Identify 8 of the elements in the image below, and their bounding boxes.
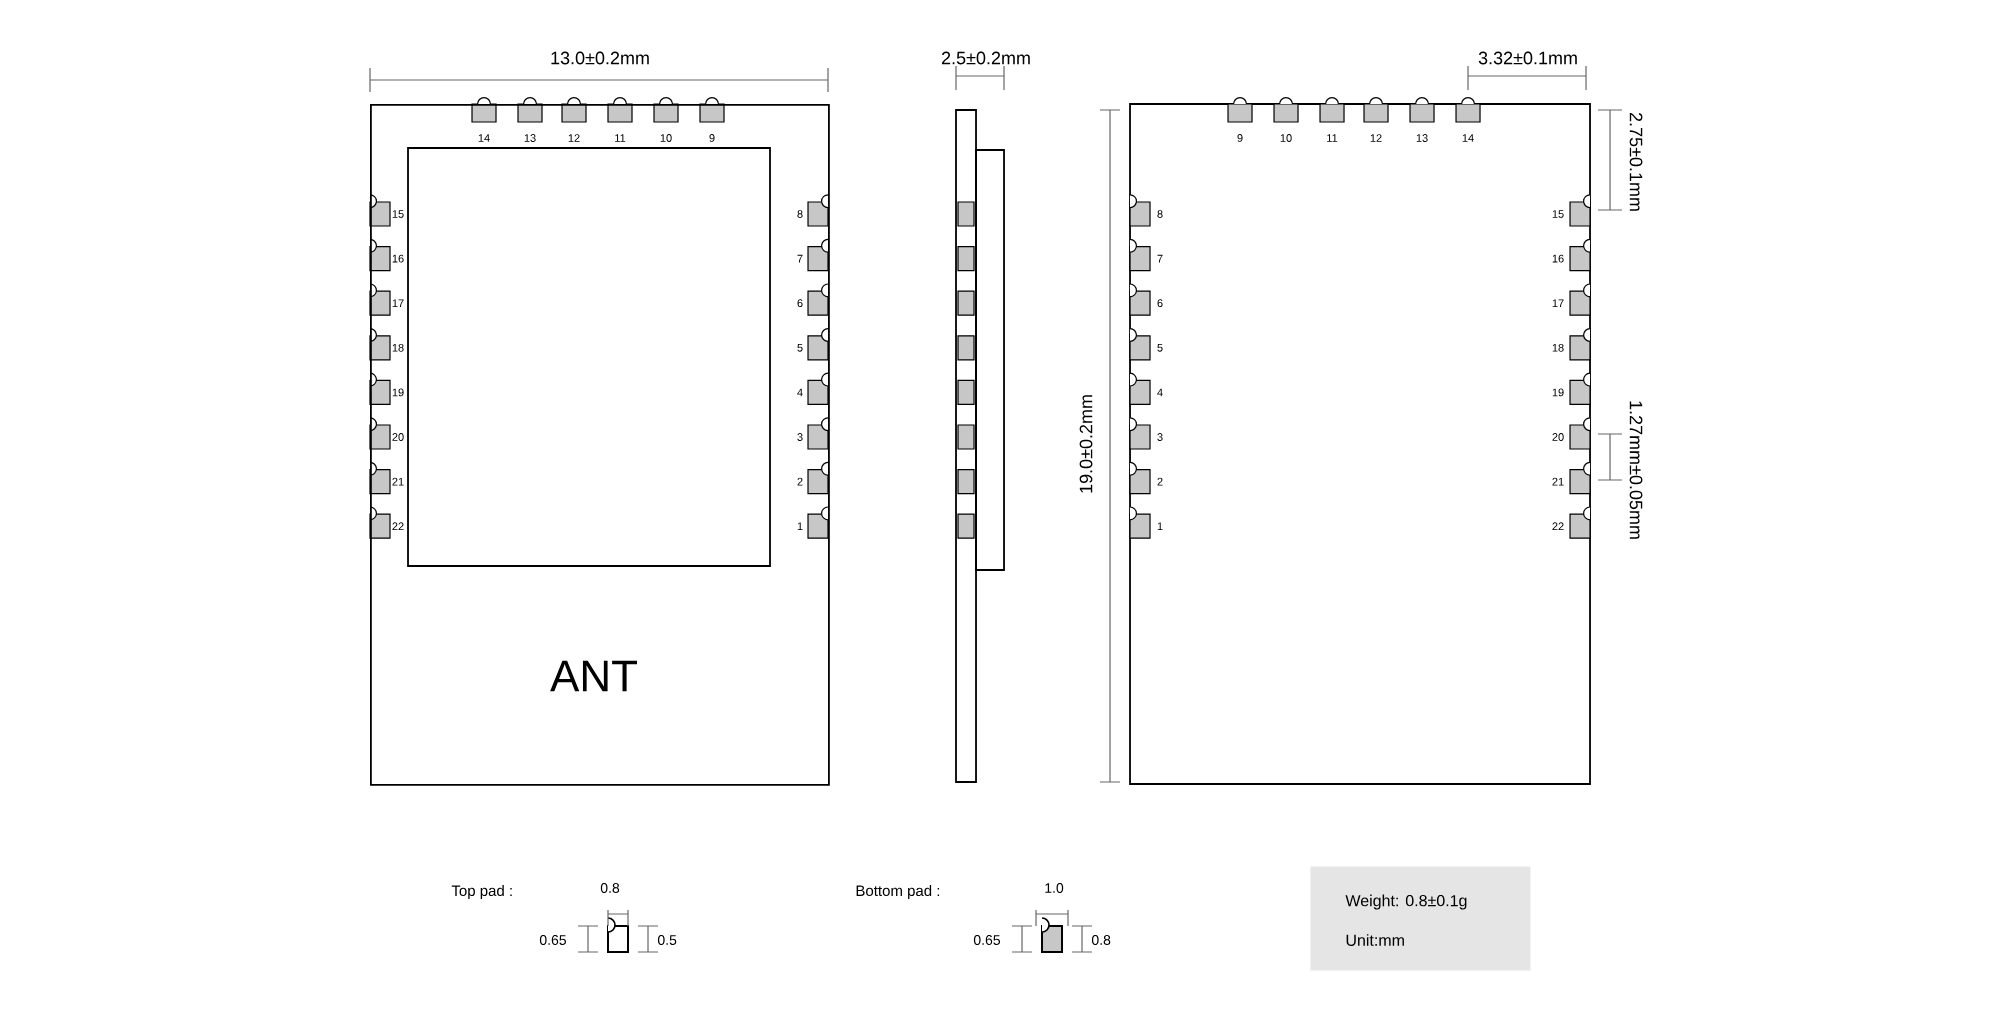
dimension-label: 1.27mm±0.05mm [1629,401,1643,539]
dimension-label: 2.75±0.1mm [1629,112,1643,211]
dimension-label: 2.5±0.2mm [941,51,1030,65]
dimension-label: 19.0±0.2mm [1079,395,1093,493]
info-box: Weight: 0.8±0.1g Unit:mm [1310,866,1531,971]
antenna-label: ANT [550,660,637,692]
dimension-label: 13.0±0.2mm [551,51,649,65]
dimension-label: 3.32±0.1mm [1478,51,1577,65]
